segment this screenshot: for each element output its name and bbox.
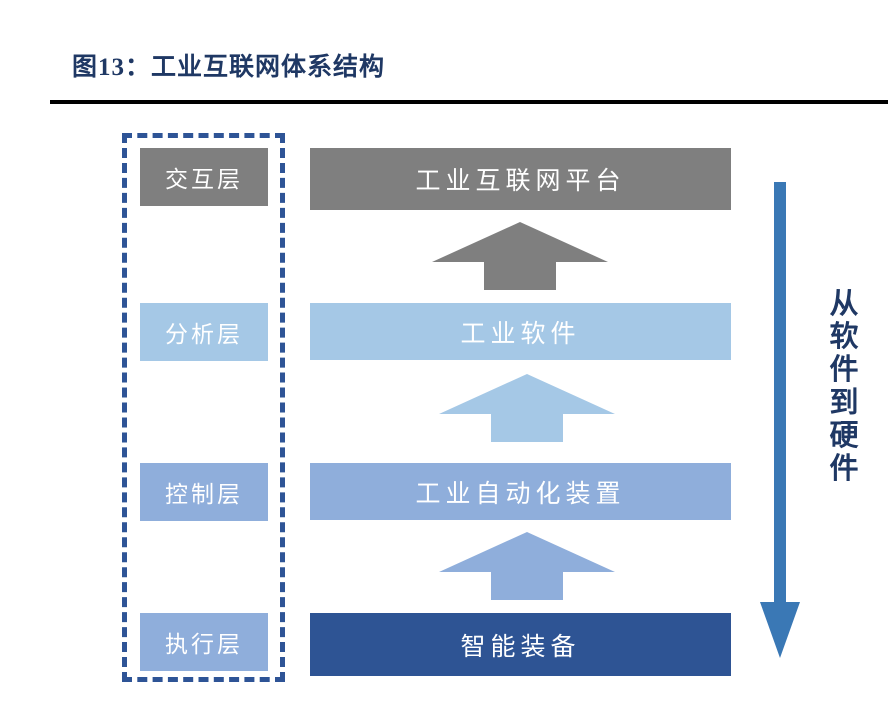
layer-chip-label: 控制层 (165, 482, 243, 507)
layer-chip-analysis: 分析层 (140, 303, 268, 361)
layer-group-dashed-outline (122, 133, 285, 682)
architecture-diagram: 交互层 分析层 控制层 执行层 工业互联网平台 工业软件 工业自动化装置 智能装… (0, 110, 888, 702)
flow-caption-char: 件 (829, 453, 859, 486)
flow-caption-char: 到 (829, 387, 859, 420)
flow-caption-char: 硬 (829, 420, 859, 453)
layer-chip-label: 执行层 (165, 632, 243, 657)
layer-bar-industrial-automation-equipment: 工业自动化装置 (310, 463, 731, 520)
layer-bar-label: 工业软件 (460, 320, 581, 348)
layer-bar-industrial-software: 工业软件 (310, 303, 731, 360)
layer-chip-control: 控制层 (140, 463, 268, 521)
layer-bar-label: 智能装备 (460, 633, 581, 661)
up-arrow-icon (430, 220, 610, 292)
layer-bar-industrial-internet-platform: 工业互联网平台 (310, 148, 731, 210)
flow-caption-char: 从 (829, 288, 859, 320)
page-title: 图13：工业互联网体系结构 (72, 54, 386, 81)
layer-bar-label: 工业自动化装置 (415, 480, 626, 508)
up-arrow-icon (437, 530, 617, 602)
layer-chip-label: 分析层 (165, 322, 243, 347)
layer-chip-label: 交互层 (165, 167, 243, 192)
layer-chip-execution: 执行层 (140, 613, 268, 671)
up-arrow-icon (437, 372, 617, 444)
layer-bar-intelligent-equipment: 智能装备 (310, 613, 731, 676)
flow-caption-char: 件 (829, 354, 859, 387)
flow-caption-char: 软 (829, 321, 859, 354)
layer-chip-interaction: 交互层 (140, 148, 268, 206)
downward-flow-arrow-icon (758, 182, 802, 660)
title-divider (50, 100, 888, 104)
flow-direction-caption: 从 软 件 到 硬 件 (822, 288, 866, 486)
layer-bar-label: 工业互联网平台 (415, 168, 626, 195)
